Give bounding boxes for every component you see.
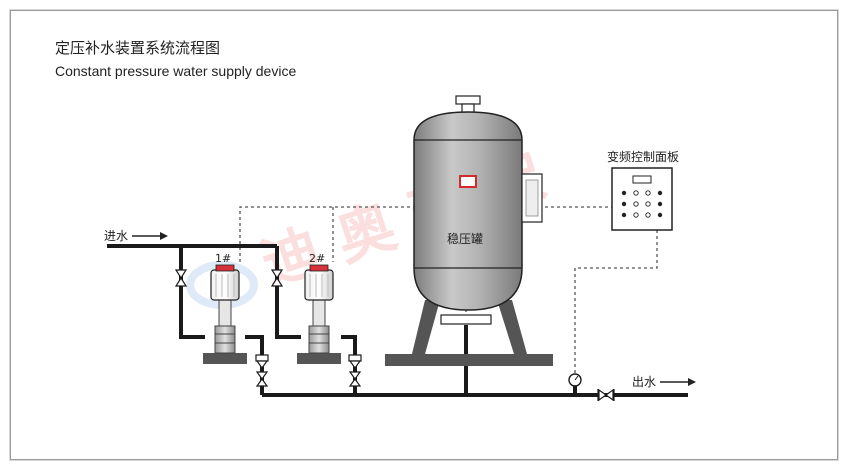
title-chinese: 定压补水装置系统流程图 — [55, 39, 221, 57]
title-english: Constant pressure water supply device — [55, 63, 297, 79]
control-panel: 变频控制面板 — [607, 149, 679, 231]
arrow-right-icon — [660, 378, 696, 386]
stabilizer-tank: 稳压罐 — [413, 95, 543, 311]
gate-valve-icon — [174, 269, 188, 287]
gate-valve-icon — [348, 371, 362, 387]
check-valve-icon — [255, 354, 269, 370]
outlet-label: 出水 — [632, 375, 656, 389]
arrow-right-icon — [132, 232, 168, 240]
pump-2-label: 2# — [309, 252, 325, 265]
gate-valve-icon — [255, 371, 269, 387]
pump-1-label: 1# — [215, 252, 231, 265]
pump-1: 1# — [203, 252, 247, 364]
gate-valve-icon — [270, 269, 284, 287]
check-valve-icon — [348, 354, 362, 370]
pump-2: 2# — [297, 252, 341, 364]
gate-valve-icon — [597, 388, 615, 402]
diagram-frame — [10, 10, 838, 460]
tank-stand — [385, 300, 553, 366]
pressure-gauge-icon — [568, 373, 582, 387]
inlet-label: 进水 — [104, 229, 128, 243]
tank-label: 稳压罐 — [447, 231, 483, 246]
pipes — [107, 244, 688, 397]
control-panel-label: 变频控制面板 — [607, 149, 679, 164]
